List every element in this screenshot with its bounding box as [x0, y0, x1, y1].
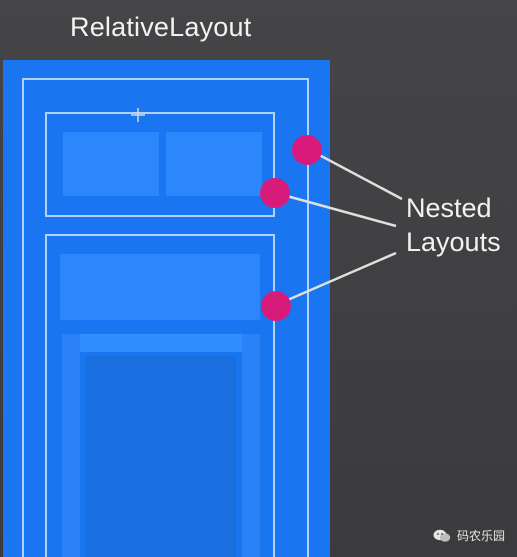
watermark-text: 码农乐园 — [456, 529, 505, 543]
frame-inner-square — [86, 356, 236, 557]
annotation-line-2: Layouts — [406, 227, 501, 257]
marker-dot-1 — [292, 135, 322, 165]
watermark: 码农乐园 — [433, 527, 505, 544]
marker-dot-2 — [260, 178, 290, 208]
nested-layout-top — [45, 112, 275, 217]
frame-bevel-top — [62, 334, 258, 352]
root-layout-outline — [22, 78, 309, 557]
diagram-title: RelativeLayout — [70, 12, 252, 42]
connector-line-3 — [275, 251, 397, 307]
wechat-icon — [433, 529, 451, 542]
frame-right-bevel — [242, 334, 260, 557]
connector-line-1 — [307, 147, 403, 201]
connector-line-2 — [275, 191, 397, 228]
nested-layout-bottom — [45, 234, 275, 557]
bottom-header-block — [60, 254, 260, 320]
annotation-line-1: Nested — [406, 193, 492, 223]
marker-dot-3 — [261, 291, 291, 321]
cursor-crosshair-icon — [131, 108, 145, 122]
top-right-block — [166, 132, 262, 196]
frame-left-bevel — [62, 334, 80, 557]
top-left-block — [63, 132, 159, 196]
